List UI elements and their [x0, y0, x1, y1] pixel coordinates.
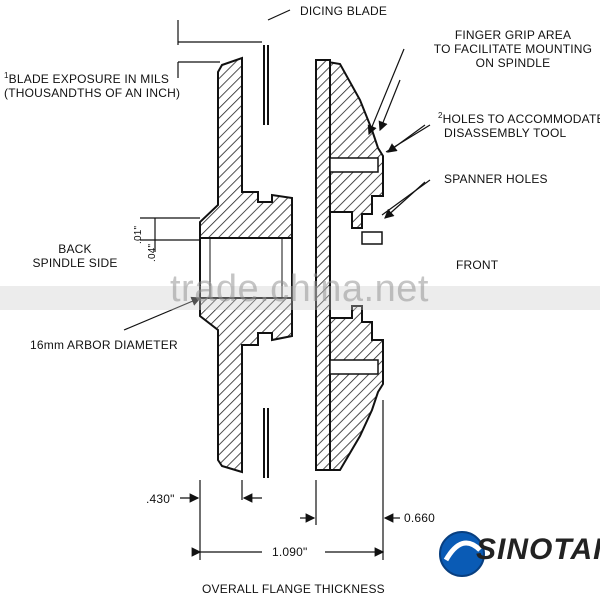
- label-spanner-holes: SPANNER HOLES: [444, 172, 548, 186]
- label-dicing-blade: DICING BLADE: [300, 4, 388, 18]
- front-flange: [315, 59, 384, 471]
- finger-grip-line-3: ON SPINDLE: [475, 56, 551, 70]
- holes-line-2: DISASSEMBLY TOOL: [444, 126, 567, 140]
- back-line-2: SPINDLE SIDE: [32, 256, 118, 270]
- blade-exposure-line-2: (THOUSANDTHS OF AN INCH): [4, 86, 181, 100]
- dicing-blade: [263, 45, 269, 478]
- label-front: FRONT: [456, 258, 499, 272]
- label-back: BACK SPINDLE SIDE: [30, 242, 120, 270]
- blade-exposure-note: 1: [4, 71, 9, 80]
- dim-660: 0.660: [404, 511, 436, 525]
- logo-text: SINOTAI: [476, 533, 600, 566]
- holes-note: 2: [438, 111, 443, 120]
- dimension-lines: [123, 9, 431, 560]
- blade-exposure-line-1: BLADE EXPOSURE IN MILS: [8, 72, 170, 86]
- label-disassembly-holes: 2HOLES TO ACCOMMODATE DISASSEMBLY TOOL: [438, 111, 600, 141]
- logo-icon: [439, 531, 485, 577]
- label-finger-grip: FINGER GRIP AREA TO FACILITATE MOUNTING …: [428, 28, 598, 70]
- dim-small-2: .04": [147, 243, 158, 262]
- label-arbor-diameter: 16mm ARBOR DIAMETER: [30, 338, 178, 352]
- dim-small-1: .01": [133, 225, 144, 244]
- finger-grip-line-1: FINGER GRIP AREA: [454, 28, 572, 42]
- dim-1090: 1.090": [272, 545, 308, 559]
- holes-line-1: HOLES TO ACCOMMODATE: [442, 112, 600, 126]
- label-blade-exposure: 1BLADE EXPOSURE IN MILS (THOUSANDTHS OF …: [4, 71, 181, 101]
- watermark-band: [0, 286, 600, 310]
- back-flange: [199, 56, 293, 474]
- finger-grip-line-2: TO FACILITATE MOUNTING: [433, 42, 593, 56]
- watermark-text: trade.china.net: [170, 268, 429, 310]
- back-line-1: BACK: [58, 242, 92, 256]
- label-overall-thickness: OVERALL FLANGE THICKNESS: [202, 582, 385, 596]
- dim-430: .430": [146, 492, 175, 506]
